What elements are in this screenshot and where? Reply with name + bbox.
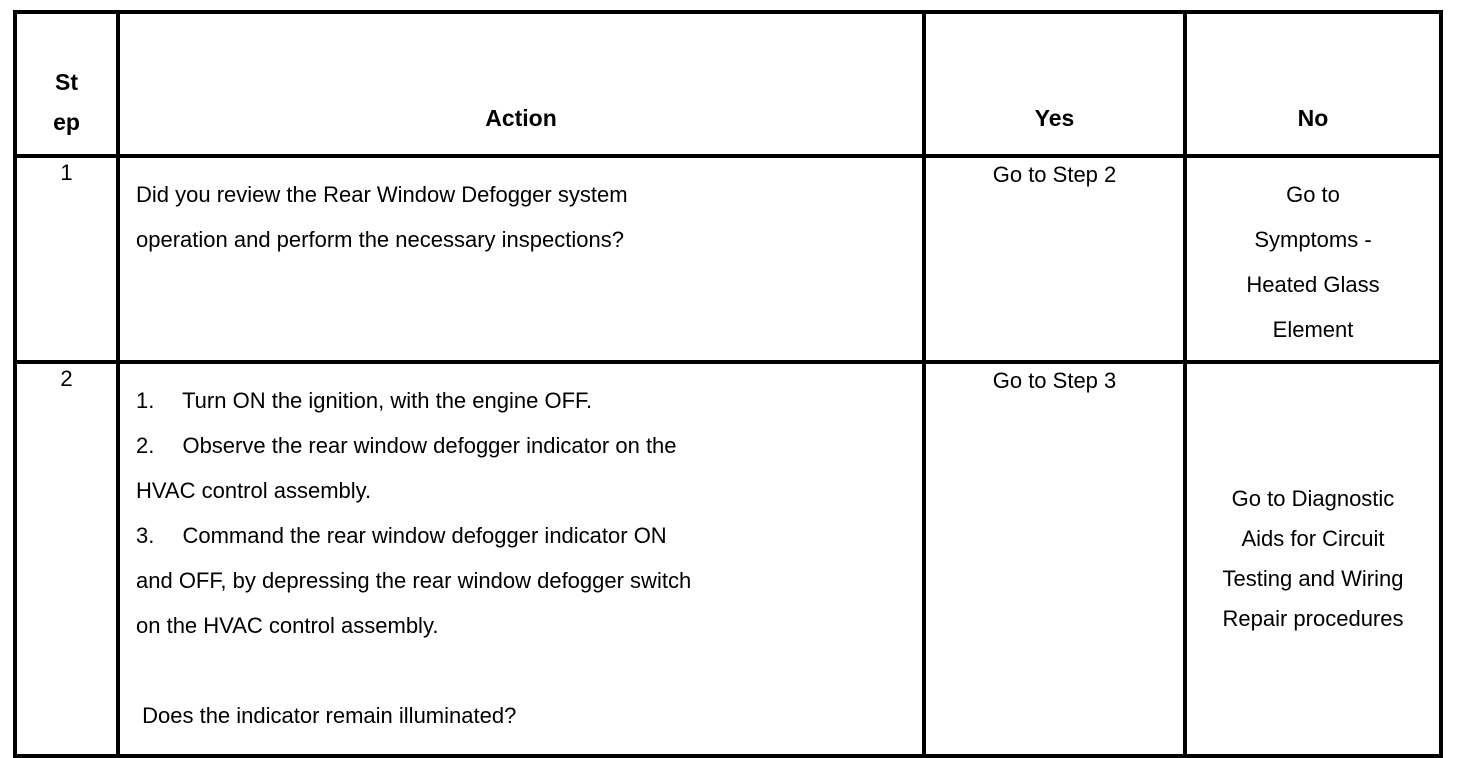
action-cell: 1. Turn ON the ignition, with the engine…: [116, 360, 926, 758]
column-header-yes: Yes: [922, 10, 1187, 158]
action-text-line: on the HVAC control assembly.: [136, 613, 439, 638]
no-result-line: Testing and Wiring: [1222, 566, 1404, 591]
column-header-no: No: [1183, 10, 1443, 158]
no-cell: Go to Diagnostic Aids for Circuit Testin…: [1183, 360, 1443, 758]
yes-cell: Go to Step 2: [922, 154, 1187, 364]
action-text-spacer: [136, 648, 912, 693]
no-result-line: Aids for Circuit: [1241, 526, 1385, 551]
action-question-line: Does the indicator remain illuminated?: [136, 703, 517, 728]
action-text-line: operation and perform the necessary insp…: [136, 227, 624, 252]
table-row: 1 Did you review the Rear Window Defogge…: [13, 154, 1443, 364]
no-result-line: Heated Glass: [1246, 272, 1380, 297]
no-result-line: Go to: [1286, 182, 1340, 207]
column-header-step: St ep: [13, 10, 120, 158]
action-text-line: HVAC control assembly.: [136, 478, 372, 503]
step-number: 1: [60, 160, 73, 185]
column-header-yes-label: Yes: [1034, 105, 1075, 131]
column-header-no-label: No: [1297, 105, 1329, 131]
action-text-line: 3. Command the rear window defogger indi…: [136, 523, 667, 548]
no-cell: Go to Symptoms - Heated Glass Element: [1183, 154, 1443, 364]
diagnostic-step-table: St ep Action Yes No 1: [13, 10, 1443, 758]
yes-cell: Go to Step 3: [922, 360, 1187, 758]
no-result-line: Symptoms -: [1254, 227, 1372, 252]
yes-result-text: Go to Step 2: [992, 162, 1117, 187]
step-number-cell: 2: [13, 360, 120, 758]
column-header-step-line1: St: [55, 69, 78, 95]
no-result-line: Repair procedures: [1222, 606, 1404, 631]
table-row: 2 1. Turn ON the ignition, with the engi…: [13, 360, 1443, 758]
yes-result-text: Go to Step 3: [992, 368, 1117, 393]
no-result-line: Element: [1272, 317, 1354, 342]
action-text-line: and OFF, by depressing the rear window d…: [136, 568, 692, 593]
column-header-step-line2: ep: [53, 109, 80, 135]
action-text-line: 1. Turn ON the ignition, with the engine…: [136, 388, 593, 413]
no-result-line: Go to Diagnostic: [1231, 486, 1395, 511]
action-cell: Did you review the Rear Window Defogger …: [116, 154, 926, 364]
column-header-action-label: Action: [485, 105, 557, 131]
action-text-line: 2. Observe the rear window defogger indi…: [136, 433, 677, 458]
action-text-line: Did you review the Rear Window Defogger …: [136, 182, 628, 207]
table-header-row: St ep Action Yes No: [13, 10, 1443, 158]
column-header-action: Action: [116, 10, 926, 158]
step-number: 2: [60, 366, 73, 391]
step-number-cell: 1: [13, 154, 120, 364]
